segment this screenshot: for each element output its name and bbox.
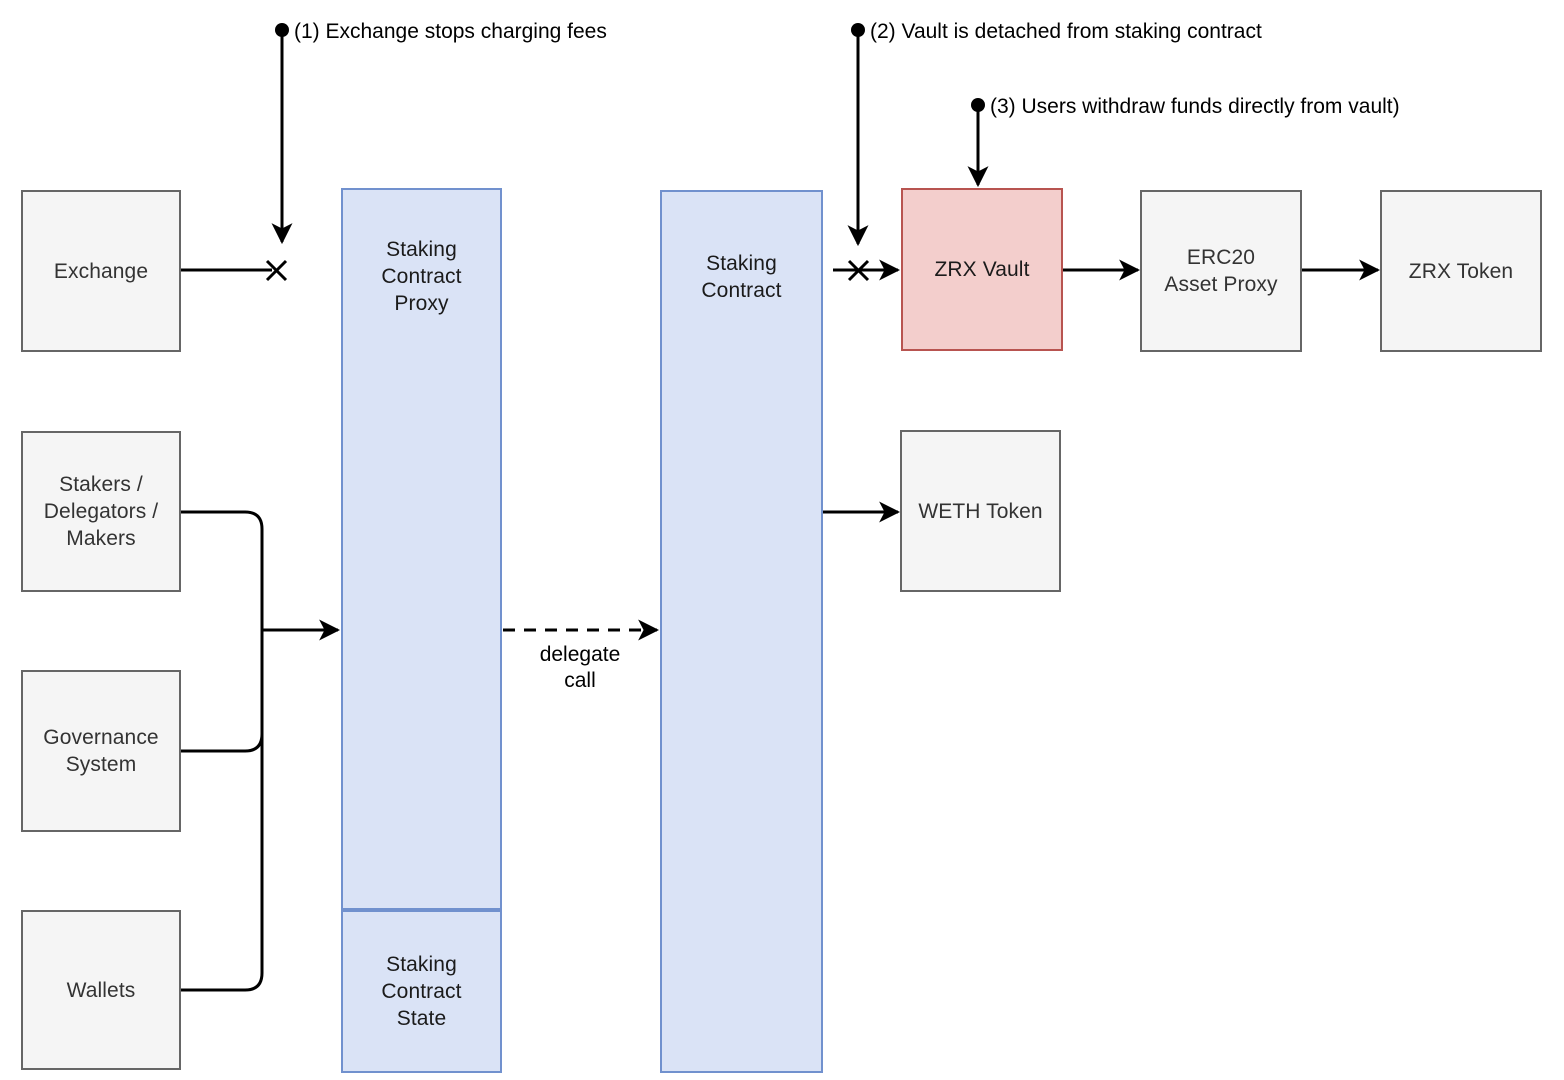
node-staking-contract-proxy[interactable]: Staking Contract Proxy — [341, 188, 502, 910]
node-staking-contract-label: Staking Contract — [697, 250, 785, 304]
delegate-call-line-1: delegate — [539, 643, 621, 666]
delegate-call-line-2: call — [564, 669, 596, 692]
staking-state-line-1: Staking — [386, 953, 457, 976]
edge-users-to-staking-contract-proxy — [181, 510, 341, 992]
node-staking-contract-state[interactable]: Staking Contract State — [341, 910, 502, 1073]
stakers-line-2: Delegators / — [43, 500, 159, 523]
annotation-1-connector — [271, 23, 293, 245]
node-erc20-asset-proxy-label: ERC20 Asset Proxy — [1160, 244, 1281, 298]
node-zrx-vault[interactable]: ZRX Vault — [901, 188, 1063, 351]
node-exchange-label: Exchange — [53, 259, 149, 283]
node-zrx-vault-label: ZRX Vault — [934, 258, 1030, 281]
node-staking-contract-state-label: Staking Contract State — [377, 951, 465, 1032]
staking-state-line-3: State — [396, 1007, 447, 1030]
node-weth-token-label: WETH Token — [918, 499, 1043, 523]
node-zrx-token[interactable]: ZRX Token — [1380, 190, 1542, 352]
staking-contract-line-1: Staking — [706, 252, 777, 275]
node-staking-contract-proxy-label: Staking Contract Proxy — [377, 236, 465, 317]
stakers-line-1: Stakers / — [59, 473, 143, 496]
annotation-3-label: (3) Users withdraw funds directly from v… — [990, 95, 1400, 118]
node-wallets[interactable]: Wallets — [21, 910, 181, 1070]
node-governance-system[interactable]: Governance System — [21, 670, 181, 832]
edge-exchange-to-staking-proxy — [181, 259, 288, 282]
annotation-1-label: (1) Exchange stops charging fees — [294, 20, 607, 43]
node-governance-system-label: Governance System — [39, 724, 162, 778]
stakers-line-3: Makers — [66, 527, 136, 550]
node-staking-contract[interactable]: Staking Contract — [660, 190, 823, 1073]
node-zrx-token-label: ZRX Token — [1408, 259, 1514, 283]
staking-proxy-line-2: Contract — [381, 265, 462, 288]
staking-contract-line-2: Contract — [701, 279, 782, 302]
staking-state-line-2: Contract — [381, 980, 462, 1003]
governance-line-1: Governance — [43, 726, 159, 749]
node-erc20-asset-proxy[interactable]: ERC20 Asset Proxy — [1140, 190, 1302, 352]
node-wallets-label: Wallets — [66, 978, 136, 1002]
erc20-line-1: ERC20 — [1186, 246, 1256, 269]
erc20-line-2: Asset Proxy — [1164, 273, 1278, 296]
edge-staking-contract-to-zrx-vault — [833, 259, 901, 282]
node-exchange[interactable]: Exchange — [21, 190, 181, 352]
annotation-2-connector — [847, 23, 869, 247]
staking-proxy-line-1: Staking — [386, 238, 457, 261]
node-stakers-delegators-makers-label: Stakers / Delegators / Makers — [40, 471, 162, 552]
staking-proxy-line-3: Proxy — [394, 292, 449, 315]
edge-label-delegate-call: delegate call — [503, 642, 657, 694]
annotation-2-label: (2) Vault is detached from staking contr… — [870, 20, 1262, 43]
annotation-3-connector — [967, 98, 989, 188]
governance-line-2: System — [65, 753, 137, 776]
node-weth-token[interactable]: WETH Token — [900, 430, 1061, 592]
node-stakers-delegators-makers[interactable]: Stakers / Delegators / Makers — [21, 431, 181, 592]
